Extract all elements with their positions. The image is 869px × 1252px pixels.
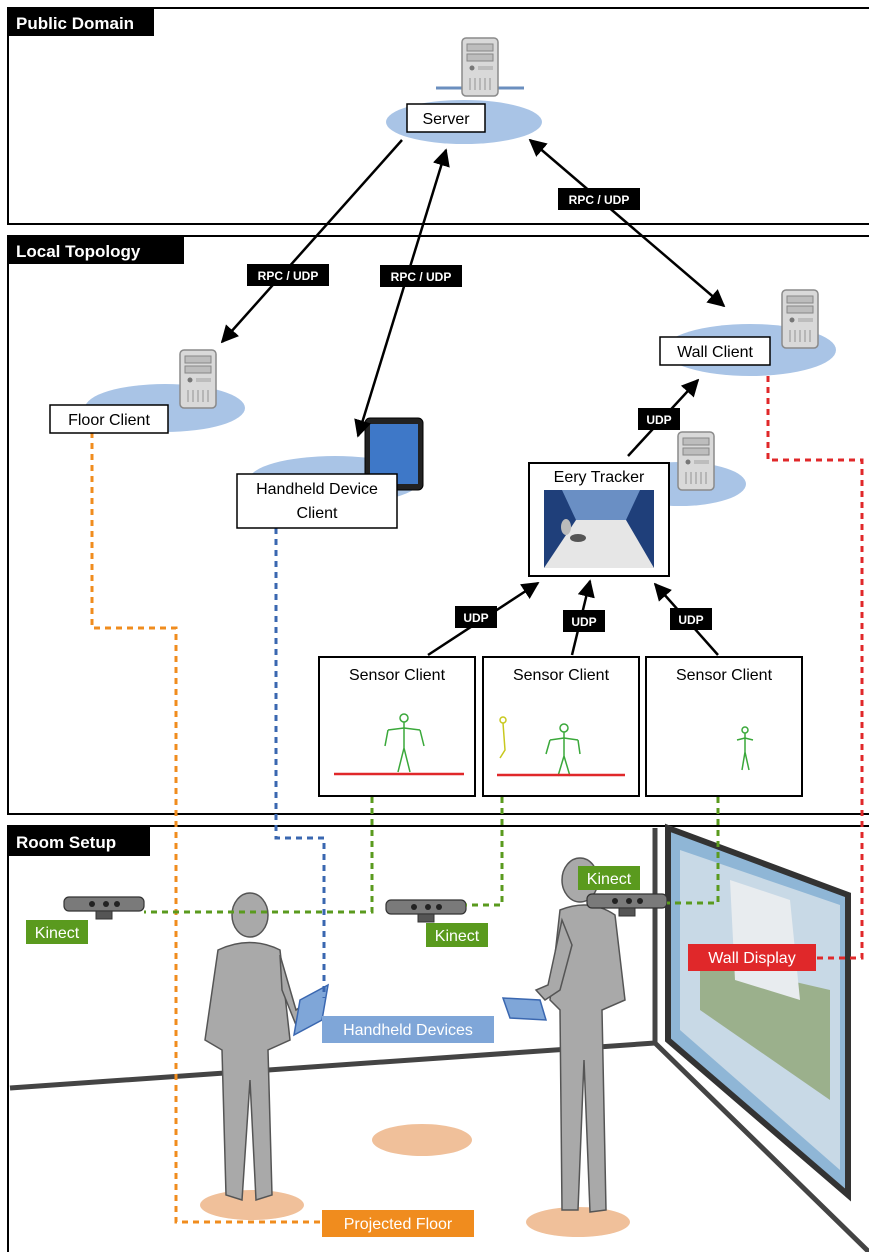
public-domain-title: Public Domain — [16, 14, 134, 33]
floor-client-link — [90, 432, 322, 1224]
kinect-center-icon — [385, 899, 467, 923]
kinect-right-link — [667, 797, 720, 905]
room-setup-frame — [7, 825, 869, 1252]
skeleton-4-icon — [736, 726, 754, 771]
floor-client-tower-icon — [179, 349, 217, 409]
sensor-client-1: Sensor Client — [318, 656, 476, 797]
server-tower-icon — [461, 37, 499, 97]
server-label: Server — [422, 111, 470, 128]
edge-label-floor-bg — [247, 264, 329, 286]
floor-client-label: Floor Client — [68, 412, 150, 429]
edge-label-sensor2-bg — [563, 610, 605, 632]
floor-wall-edge — [9, 1040, 656, 1091]
handheld-client-label-2: Client — [297, 505, 338, 522]
floor-spot-1 — [200, 1190, 304, 1220]
arrow-server-floor — [220, 139, 403, 344]
projected-floor-tag — [322, 1210, 474, 1237]
edge-label-sensor3-bg — [670, 608, 712, 630]
room-setup-title: Room Setup — [16, 833, 116, 852]
eery-tracker-label: Eery Tracker — [554, 469, 645, 486]
tracker-tower-icon — [677, 431, 715, 491]
arrow-server-handheld — [354, 148, 450, 438]
edge-label-sensor1: UDP — [463, 611, 488, 625]
edge-label-handheld-bg — [380, 265, 462, 287]
handheld-client-label-1: Handheld Device — [256, 481, 378, 498]
kinect-center-tag — [426, 923, 488, 947]
wall-display-label: Wall Display — [708, 950, 795, 967]
edge-label-floor: RPC / UDP — [258, 269, 319, 283]
kinect-right-label: Kinect — [587, 871, 632, 888]
local-topology-tag — [8, 236, 184, 264]
wall-client-link — [766, 365, 864, 960]
handheld-client-link — [274, 528, 326, 998]
right-floor-edge — [653, 1041, 869, 1252]
public-domain-tag — [8, 8, 154, 36]
kinect-right-tag — [578, 866, 640, 890]
sensor-client-1-label: Sensor Client — [349, 667, 446, 684]
handheld-devices-label: Handheld Devices — [343, 1022, 473, 1039]
server-node — [406, 103, 486, 133]
edge-label-sensor3: UDP — [678, 613, 703, 627]
handheld-device-right-icon — [501, 997, 548, 1021]
wall-client-label: Wall Client — [677, 344, 753, 361]
edge-label-wall: RPC / UDP — [569, 193, 630, 207]
room-setup-tag — [8, 826, 150, 856]
kinect-left-icon — [63, 896, 145, 920]
handheld-client-node — [236, 473, 398, 529]
skeleton-3-icon — [499, 716, 507, 759]
wall-client-tower-icon — [781, 289, 819, 349]
arrow-server-wall — [528, 138, 726, 308]
edge-label-handheld: RPC / UDP — [391, 270, 452, 284]
sensor-client-3-label: Sensor Client — [676, 667, 773, 684]
edge-label-tracker-wall: UDP — [646, 413, 671, 427]
tracker-room-preview — [544, 490, 654, 568]
local-topology-title: Local Topology — [16, 242, 141, 261]
kinect-left-tag — [26, 920, 88, 944]
floor-spot-3 — [526, 1207, 630, 1237]
projected-floor-label: Projected Floor — [344, 1216, 453, 1233]
edge-label-tracker-wall-bg — [638, 408, 680, 430]
handheld-devices-tag — [322, 1016, 494, 1043]
sensor-client-2-label: Sensor Client — [513, 667, 610, 684]
edge-label-wall-bg — [558, 188, 640, 210]
person-right-icon — [534, 857, 626, 1213]
kinect-center-link — [466, 797, 504, 907]
wall-display-tag — [688, 944, 816, 971]
edge-label-sensor1-bg — [455, 606, 497, 628]
person-left-icon — [204, 892, 320, 1202]
kinect-center-label: Kinect — [435, 928, 480, 945]
kinect-left-label: Kinect — [35, 925, 80, 942]
floor-spot-2 — [372, 1124, 472, 1156]
skeleton-2-icon — [545, 723, 581, 777]
wall-client-node — [659, 336, 771, 366]
kinect-left-link — [144, 797, 374, 914]
edge-label-sensor2: UDP — [571, 615, 596, 629]
skeleton-1-icon — [384, 713, 425, 773]
sensor-client-2: Sensor Client — [482, 656, 640, 797]
sensor-client-3: Sensor Client — [645, 656, 803, 797]
floor-client-node — [49, 404, 169, 434]
